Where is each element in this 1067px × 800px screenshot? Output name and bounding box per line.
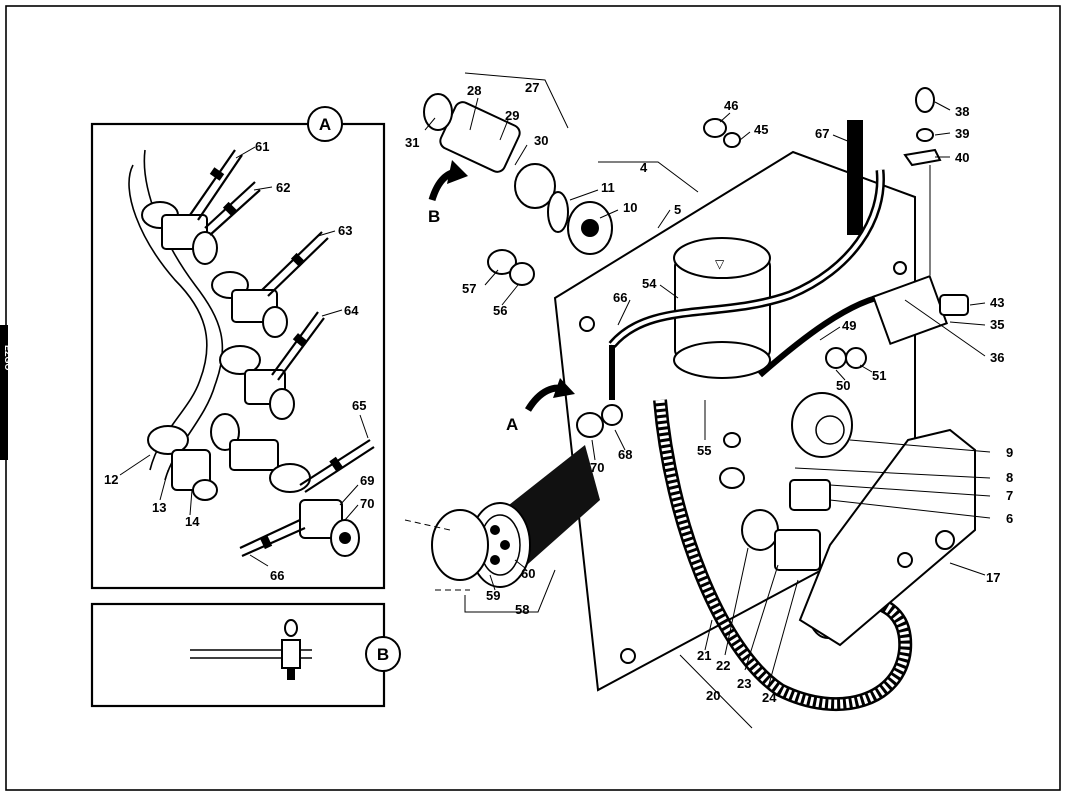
part-label-70-main: 70 bbox=[590, 460, 604, 475]
part-number-labels: 61 62 63 64 65 69 70 66 12 13 14 27 28 2… bbox=[104, 80, 1013, 705]
wire-61 bbox=[189, 149, 243, 221]
part-label-31: 31 bbox=[405, 135, 419, 150]
fuse-holder-27 bbox=[423, 93, 613, 255]
wire-63 bbox=[261, 231, 329, 297]
side-tab: EZGO bbox=[0, 325, 13, 460]
part-label-55: 55 bbox=[697, 443, 711, 458]
terminal-stud-3 bbox=[219, 345, 295, 420]
inset-b-label: B bbox=[377, 645, 389, 664]
leader-lines bbox=[119, 72, 991, 729]
part-label-58: 58 bbox=[515, 602, 529, 617]
inset-b-clamp bbox=[281, 639, 301, 669]
part-label-39: 39 bbox=[955, 126, 969, 141]
part-label-5: 5 bbox=[674, 202, 681, 217]
part-label-56: 56 bbox=[493, 303, 507, 318]
part-label-35: 35 bbox=[990, 317, 1004, 332]
wire-66 bbox=[239, 519, 306, 558]
part-label-17: 17 bbox=[986, 570, 1000, 585]
part-label-70-inset: 70 bbox=[360, 496, 374, 511]
part-label-54: 54 bbox=[642, 276, 657, 291]
part-label-13: 13 bbox=[152, 500, 166, 515]
part-label-7: 7 bbox=[1006, 488, 1013, 503]
part-label-46: 46 bbox=[724, 98, 738, 113]
part-label-11: 11 bbox=[601, 180, 615, 195]
terminal-stud-2 bbox=[211, 271, 288, 338]
part-label-21: 21 bbox=[697, 648, 711, 663]
part-label-60: 60 bbox=[521, 566, 535, 581]
part-label-62: 62 bbox=[276, 180, 290, 195]
part-label-57: 57 bbox=[462, 281, 476, 296]
side-tab-text: EZGO bbox=[3, 345, 13, 371]
direction-arrow-b: B bbox=[428, 160, 468, 226]
part-label-66-inset: 66 bbox=[270, 568, 284, 583]
inset-b: B bbox=[90, 602, 401, 708]
terminal-stud-4 bbox=[210, 413, 360, 557]
inset-a-panel-edge bbox=[128, 164, 208, 471]
arrow-b-label: B bbox=[428, 207, 440, 226]
part-label-4: 4 bbox=[640, 160, 648, 175]
part-label-63: 63 bbox=[338, 223, 352, 238]
part-label-30: 30 bbox=[534, 133, 548, 148]
mounting-bracket-17 bbox=[798, 428, 976, 647]
part-label-49: 49 bbox=[842, 318, 856, 333]
part-label-24: 24 bbox=[762, 690, 777, 705]
wire-62 bbox=[204, 181, 261, 236]
part-label-23: 23 bbox=[737, 676, 751, 691]
part-label-50: 50 bbox=[836, 378, 850, 393]
terminal-stud-5 bbox=[147, 425, 218, 501]
part-label-51: 51 bbox=[872, 368, 886, 383]
arrow-a-label: A bbox=[506, 415, 518, 434]
part-label-68: 68 bbox=[618, 447, 632, 462]
part-label-20: 20 bbox=[706, 688, 720, 703]
part-label-69: 69 bbox=[360, 473, 374, 488]
inset-a-label: A bbox=[319, 115, 331, 134]
part-label-59: 59 bbox=[486, 588, 500, 603]
part-label-38: 38 bbox=[955, 104, 969, 119]
part-label-28: 28 bbox=[467, 83, 481, 98]
part-label-43: 43 bbox=[990, 295, 1004, 310]
terminal-stud-1 bbox=[141, 201, 218, 265]
part-label-66-main: 66 bbox=[613, 290, 627, 305]
direction-arrow-a: A bbox=[506, 378, 575, 434]
part-label-14: 14 bbox=[185, 514, 200, 529]
part-label-61: 61 bbox=[255, 139, 269, 154]
part-label-67: 67 bbox=[815, 126, 829, 141]
part-label-10: 10 bbox=[623, 200, 637, 215]
solenoid: ▽ bbox=[673, 237, 771, 379]
wire-64 bbox=[271, 311, 325, 381]
harness-connector-58 bbox=[404, 445, 600, 591]
part-label-8: 8 bbox=[1006, 470, 1013, 485]
wire-65 bbox=[299, 439, 375, 493]
part-label-45: 45 bbox=[754, 122, 768, 137]
svg-text:▽: ▽ bbox=[715, 257, 725, 271]
part-label-27: 27 bbox=[525, 80, 539, 95]
part-label-40: 40 bbox=[955, 150, 969, 165]
part-label-65: 65 bbox=[352, 398, 366, 413]
part-label-22: 22 bbox=[716, 658, 730, 673]
inset-a: A bbox=[90, 106, 386, 590]
part-label-9: 9 bbox=[1006, 445, 1013, 460]
part-label-12: 12 bbox=[104, 472, 118, 487]
part-label-36: 36 bbox=[990, 350, 1004, 365]
part-label-6: 6 bbox=[1006, 511, 1013, 526]
part-label-29: 29 bbox=[505, 108, 519, 123]
part-label-64: 64 bbox=[344, 303, 359, 318]
